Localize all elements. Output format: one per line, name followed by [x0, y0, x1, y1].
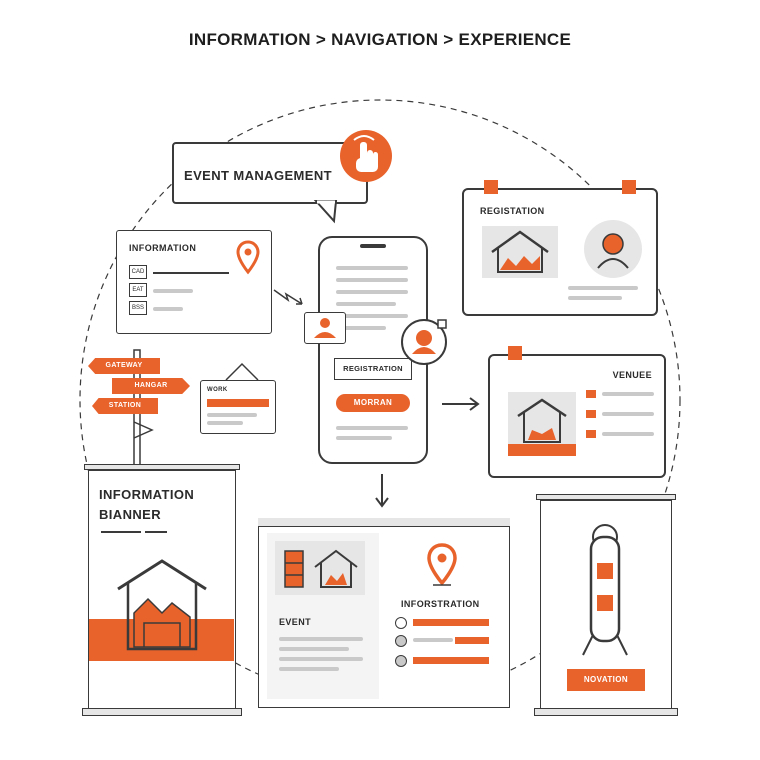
- info-line: [153, 307, 183, 311]
- page-title: INFORMATION > NAVIGATION > EXPERIENCE: [188, 30, 572, 49]
- board-text-line: [279, 647, 349, 651]
- bubble-tail: [313, 200, 338, 224]
- info-line: [153, 289, 193, 293]
- board-text-line: [279, 657, 363, 661]
- board-text-line: [279, 667, 339, 671]
- nav-stand-base: [534, 708, 678, 716]
- small-info-board: WORK: [200, 380, 276, 434]
- registration-card-label: REGISTATION: [480, 206, 545, 216]
- venue-bullet: [586, 390, 596, 398]
- shelf-icon: [284, 550, 304, 588]
- signpost-sign-gateway: GATEWAY: [88, 358, 160, 374]
- info-row-2: EAT: [129, 283, 147, 297]
- registration-text-line: [568, 296, 622, 300]
- venue-house-icon: [508, 398, 576, 456]
- small-board-line: [207, 421, 243, 425]
- information-banner: INFORMATION BIANNER: [88, 470, 236, 712]
- kiosk-icon: [582, 524, 628, 656]
- board-option-circle: [395, 655, 407, 667]
- venue-bullet: [586, 410, 596, 418]
- venue-text-line: [602, 412, 654, 416]
- board-text-line: [279, 637, 363, 641]
- board-option-bar: [413, 657, 489, 664]
- venue-clip: [508, 346, 522, 360]
- banner-title-line2: BIANNER: [99, 507, 162, 522]
- board-option-circle: [395, 635, 407, 647]
- board-event-label: EVENT: [279, 617, 312, 627]
- board-info-label: INFORSTRATION: [401, 599, 480, 609]
- profile-badge: [304, 312, 346, 344]
- phone-text-line: [336, 326, 386, 330]
- small-board-hanger: [225, 362, 259, 381]
- board-option-bar: [455, 637, 489, 644]
- house-icon: [491, 230, 549, 273]
- small-board-line: [207, 413, 257, 417]
- phone-text-line: [336, 278, 408, 282]
- signpost-sign-hangar: HANGAR: [112, 378, 190, 394]
- phone-text-line: [336, 302, 396, 306]
- navigation-stand: NOVATION: [540, 500, 672, 712]
- venue-card-label: VENUEE: [612, 370, 652, 380]
- phone-speaker: [360, 244, 386, 248]
- venue-bullet: [586, 430, 596, 438]
- banner-divider: [101, 531, 141, 533]
- signpost-sign-station: STATION: [92, 398, 158, 414]
- center-info-board: EVENT INFORSTRATION: [257, 517, 510, 708]
- nav-button[interactable]: NOVATION: [567, 669, 645, 691]
- phone-text-line: [336, 266, 408, 270]
- info-row-1: CAD: [129, 265, 147, 279]
- phone-action-button[interactable]: MORRAN: [336, 394, 410, 412]
- venue-card: VENUEE: [488, 354, 666, 478]
- arrow-right-icon: [442, 397, 480, 411]
- registration-card: REGISTATION: [462, 188, 658, 316]
- registration-clip: [484, 180, 498, 194]
- small-board-bar: [207, 399, 269, 407]
- banner-house-icon: [116, 559, 207, 651]
- person-icon: [597, 233, 629, 269]
- banner-base: [82, 708, 242, 716]
- event-management-label: EVENT MANAGEMENT: [184, 168, 332, 183]
- venue-text-line: [602, 392, 654, 396]
- tap-hand-icon: [340, 130, 392, 182]
- registration-clip: [622, 180, 636, 194]
- board-option-bar: [413, 619, 489, 626]
- board-option-circle: [395, 617, 407, 629]
- board-option-bar: [413, 638, 453, 642]
- event-management-bubble: EVENT MANAGEMENT: [172, 142, 368, 204]
- phone-text-line: [336, 314, 408, 318]
- information-card-label: INFORMATION: [129, 243, 197, 253]
- board-house-icon: [314, 549, 358, 588]
- venue-text-line: [602, 432, 654, 436]
- connector-arrow-icon: [273, 289, 303, 305]
- banner-title-line1: INFORMATION: [99, 487, 195, 502]
- phone-text-line: [336, 436, 392, 440]
- location-pin-icon: [236, 240, 260, 275]
- banner-top-bar: [84, 464, 240, 470]
- board-location-pin-icon: [427, 543, 457, 586]
- avatar-icon: [401, 319, 447, 365]
- info-row-3: BSS: [129, 301, 147, 315]
- arrow-down-icon: [375, 474, 389, 508]
- board-top-rail: [257, 517, 510, 527]
- banner-divider: [145, 531, 167, 533]
- user-icon: [313, 317, 336, 338]
- info-line: [153, 272, 229, 274]
- registration-text-line: [568, 286, 638, 290]
- phone-text-line: [336, 290, 408, 294]
- phone-registration-box: REGISTRATION: [334, 358, 412, 380]
- phone-text-line: [336, 426, 408, 430]
- nav-stand-top-bar: [536, 494, 676, 500]
- small-board-label: WORK: [207, 387, 228, 393]
